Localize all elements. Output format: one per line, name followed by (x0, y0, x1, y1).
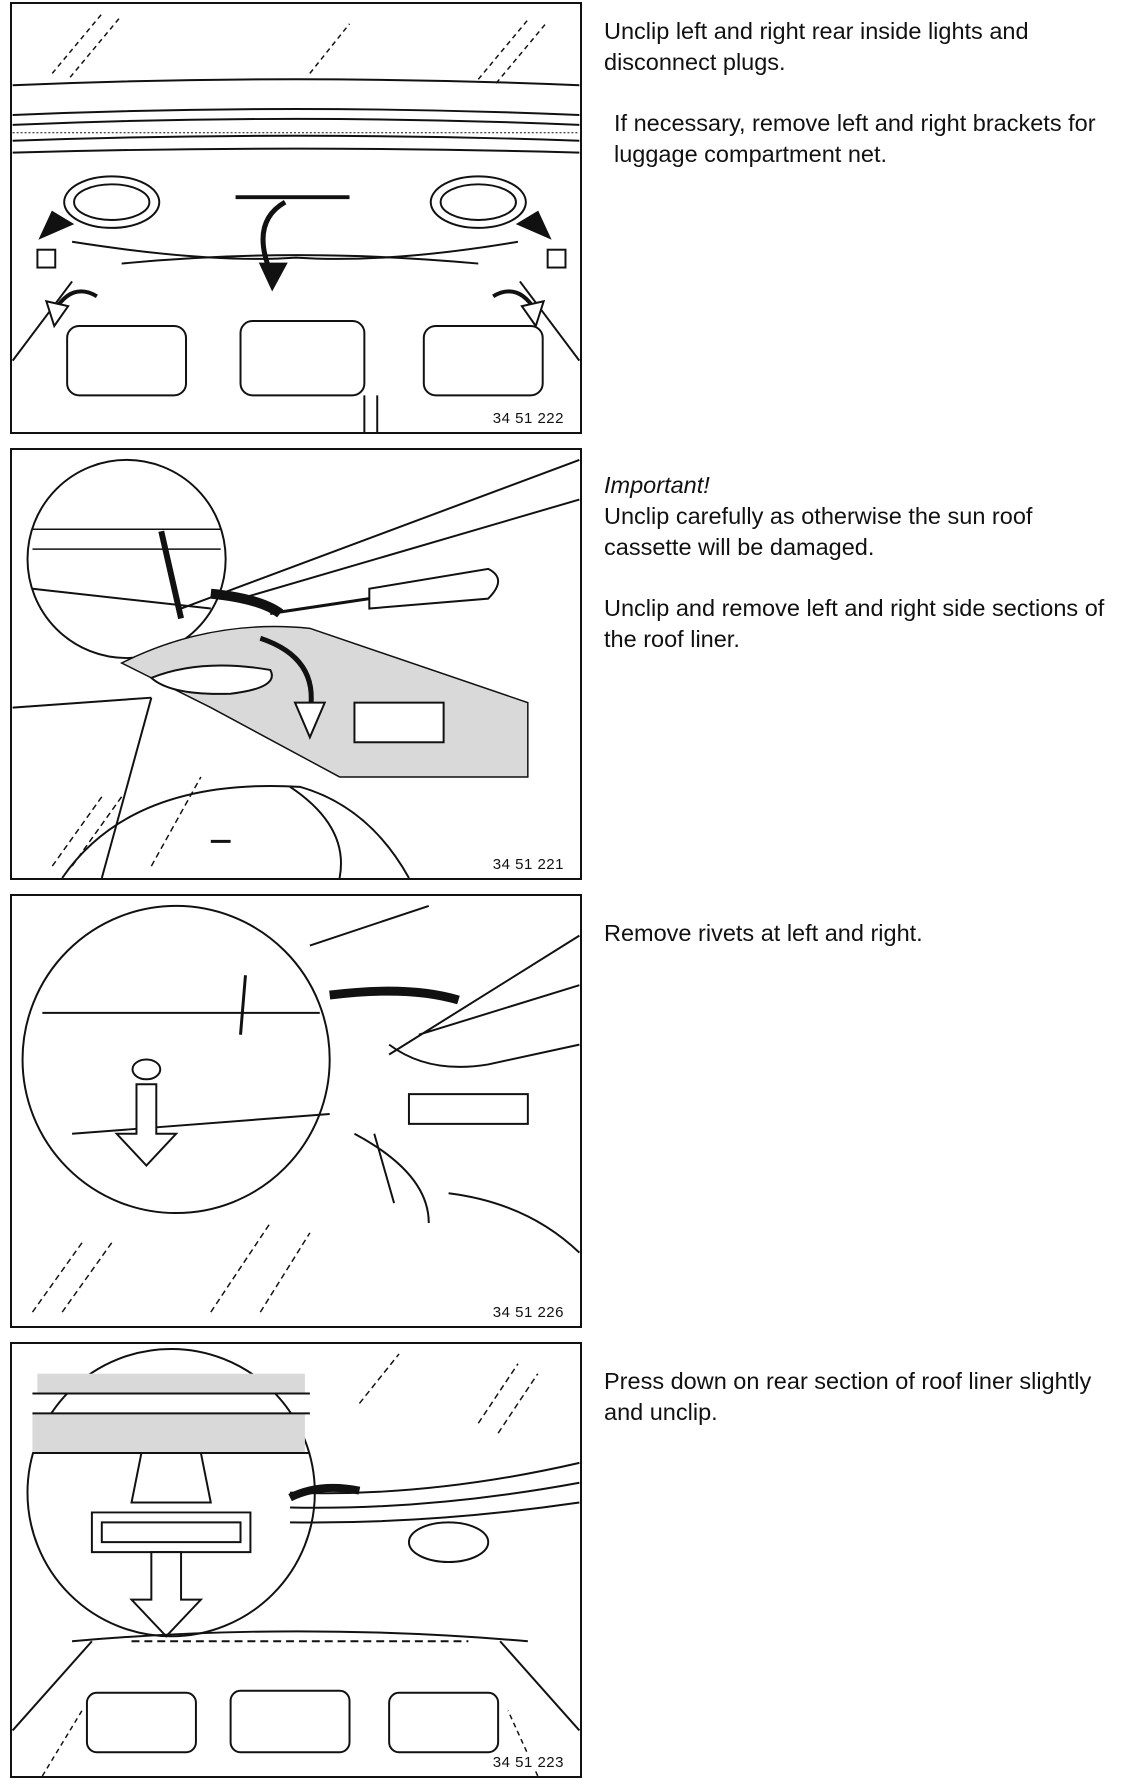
figure-number: 34 51 226 (490, 1304, 566, 1321)
illustration-rivets (21, 904, 580, 1313)
instruction-text: Press down on rear section of roof liner… (604, 1368, 1092, 1425)
instruction-text: Remove rivets at left and right. (604, 920, 923, 946)
step-2-text: Important! Unclip carefully as otherwise… (604, 470, 1124, 655)
figure-34-51-223: 34 51 223 (10, 1342, 582, 1778)
instruction-text: If necessary, remove left and right brac… (614, 110, 1096, 167)
instruction-text: Unclip carefully as otherwise the sun ro… (604, 503, 1033, 560)
figure-number: 34 51 222 (490, 410, 566, 427)
instruction-text: Unclip and remove left and right side se… (604, 595, 1105, 652)
illustration-rear-inside-lights (12, 13, 580, 432)
figure-34-51-222: 34 51 222 (10, 2, 582, 434)
step-3-text: Remove rivets at left and right. (604, 918, 1124, 949)
figure-34-51-226: 34 51 226 (10, 894, 582, 1328)
illustration-roof-liner-side-section (12, 458, 580, 878)
step-1-text: Unclip left and right rear inside lights… (604, 16, 1124, 170)
important-heading: Important! (604, 472, 710, 498)
figure-number: 34 51 221 (490, 856, 566, 873)
illustration-rear-roof-liner-section (12, 1347, 580, 1776)
figure-34-51-221: 34 51 221 (10, 448, 582, 880)
instruction-text: Unclip left and right rear inside lights… (604, 18, 1029, 75)
step-4-text: Press down on rear section of roof liner… (604, 1366, 1124, 1428)
figure-number: 34 51 223 (490, 1754, 566, 1771)
